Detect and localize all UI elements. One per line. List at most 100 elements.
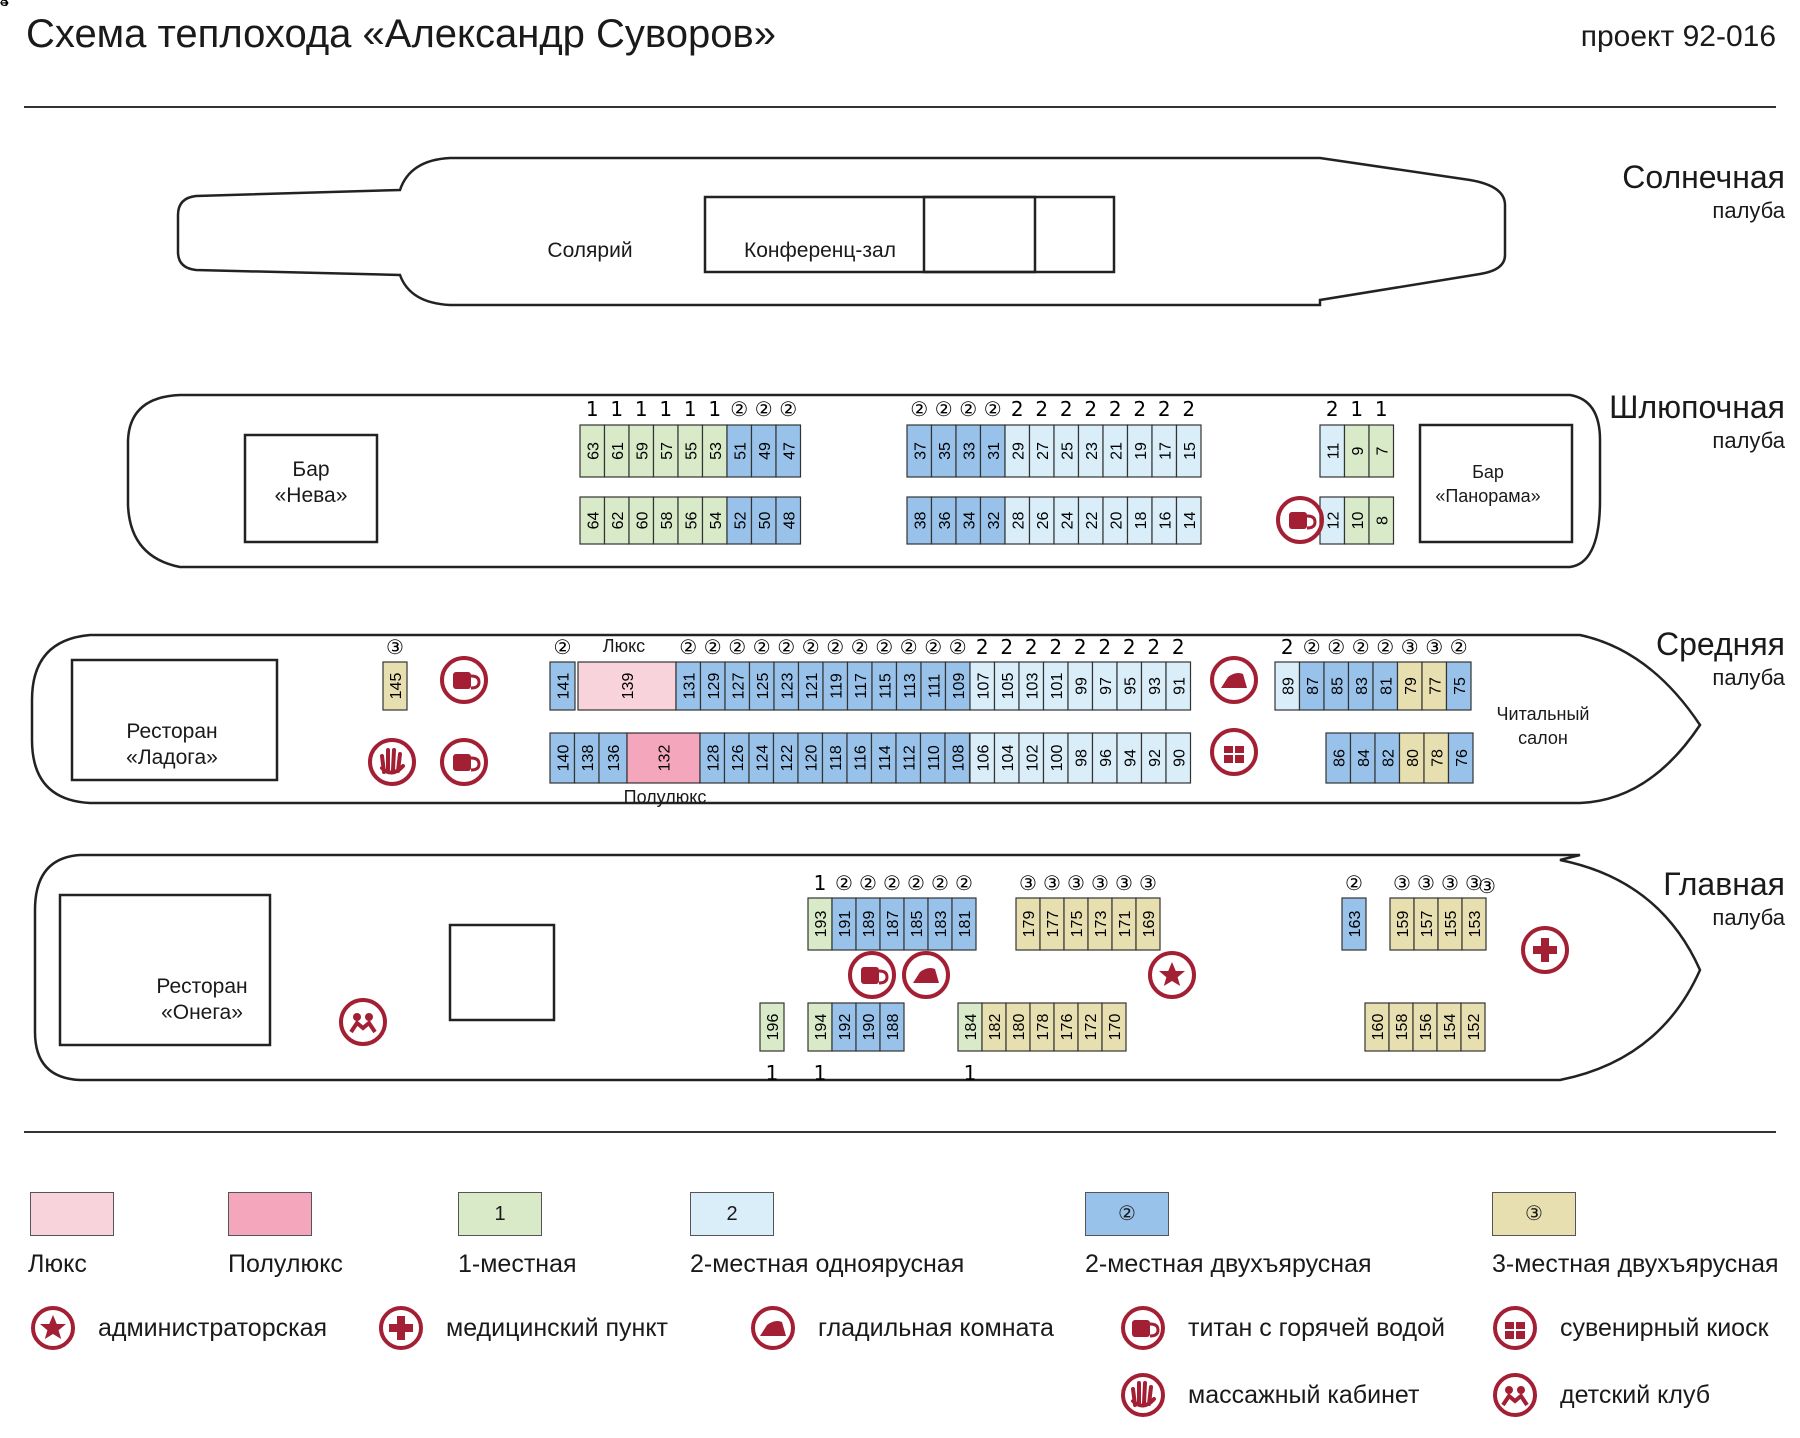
cabin-170[interactable]: 170 bbox=[1101, 1002, 1127, 1052]
cabin-94[interactable]: 94 bbox=[1116, 732, 1143, 784]
cabin-21[interactable]: 212 bbox=[1102, 397, 1129, 478]
cabin-116[interactable]: 116 bbox=[846, 732, 873, 784]
cabin-160[interactable]: 160 bbox=[1364, 1002, 1390, 1052]
cabin-156[interactable]: 156 bbox=[1412, 1002, 1438, 1052]
cabin-126[interactable]: 126 bbox=[723, 732, 750, 784]
cabin-158[interactable]: 158 bbox=[1388, 1002, 1414, 1052]
cabin-7[interactable]: 71 bbox=[1368, 397, 1395, 478]
cabin-36[interactable]: 36 bbox=[930, 496, 957, 545]
cabin-98[interactable]: 98 bbox=[1067, 732, 1094, 784]
cabin-87[interactable]: 87② bbox=[1298, 635, 1325, 711]
cabin-110[interactable]: 110 bbox=[919, 732, 946, 784]
cabin-53[interactable]: 531 bbox=[701, 397, 728, 478]
cabin-59[interactable]: 591 bbox=[628, 397, 655, 478]
cabin-120[interactable]: 120 bbox=[797, 732, 824, 784]
cabin-136[interactable]: 136 bbox=[598, 732, 628, 784]
cabin-128[interactable]: 128 bbox=[699, 732, 726, 784]
cabin-106[interactable]: 106 bbox=[969, 732, 996, 784]
cabin-79[interactable]: 79③ bbox=[1396, 635, 1423, 711]
cabin-31[interactable]: 31② bbox=[979, 397, 1006, 478]
cabin-114[interactable]: 114 bbox=[870, 732, 897, 784]
cabin-81[interactable]: 81② bbox=[1372, 635, 1399, 711]
cabin-11[interactable]: 112 bbox=[1319, 397, 1346, 478]
cabin-90[interactable]: 90 bbox=[1165, 732, 1192, 784]
cabin-76[interactable]: 76 bbox=[1447, 732, 1474, 784]
cabin-37[interactable]: 37② bbox=[906, 397, 933, 478]
cabin-82[interactable]: 82 bbox=[1374, 732, 1401, 784]
cabin-100[interactable]: 100 bbox=[1042, 732, 1069, 784]
cabin-52[interactable]: 52 bbox=[726, 496, 753, 545]
cabin-50[interactable]: 50 bbox=[750, 496, 777, 545]
cabin-140[interactable]: 140 bbox=[549, 732, 576, 784]
cabin-48[interactable]: 48 bbox=[775, 496, 802, 545]
cabin-78[interactable]: 78 bbox=[1423, 732, 1450, 784]
cabin-95[interactable]: 952 bbox=[1116, 635, 1143, 711]
cabin-24[interactable]: 24 bbox=[1053, 496, 1080, 545]
cabin-34[interactable]: 34 bbox=[955, 496, 982, 545]
cabin-22[interactable]: 22 bbox=[1077, 496, 1104, 545]
cabin-56[interactable]: 56 bbox=[677, 496, 704, 545]
cabin-20[interactable]: 20 bbox=[1102, 496, 1129, 545]
cabin-85[interactable]: 85② bbox=[1323, 635, 1350, 711]
cabin-49[interactable]: 49② bbox=[750, 397, 777, 478]
cabin-64[interactable]: 64 bbox=[579, 496, 606, 545]
cabin-23[interactable]: 232 bbox=[1077, 397, 1104, 478]
cabin-118[interactable]: 118 bbox=[821, 732, 848, 784]
cabin-29[interactable]: 292 bbox=[1004, 397, 1031, 478]
cabin-16[interactable]: 16 bbox=[1151, 496, 1178, 545]
cabin-178[interactable]: 178 bbox=[1029, 1002, 1055, 1052]
cabin-102[interactable]: 102 bbox=[1018, 732, 1045, 784]
cabin-35[interactable]: 35② bbox=[930, 397, 957, 478]
cabin-172[interactable]: 172 bbox=[1077, 1002, 1103, 1052]
cabin-73[interactable]: 73 bbox=[0, 0, 9, 10]
cabin-9[interactable]: 91 bbox=[1343, 397, 1370, 478]
cabin-97[interactable]: 972 bbox=[1091, 635, 1118, 711]
cabin-138[interactable]: 138 bbox=[573, 732, 600, 784]
cabin-62[interactable]: 62 bbox=[603, 496, 630, 545]
cabin-83[interactable]: 83② bbox=[1347, 635, 1374, 711]
cabin-176[interactable]: 176 bbox=[1053, 1002, 1079, 1052]
cabin-54[interactable]: 54 bbox=[701, 496, 728, 545]
cabin-27[interactable]: 272 bbox=[1028, 397, 1055, 478]
cabin-10[interactable]: 10 bbox=[1343, 496, 1370, 545]
cabin-104[interactable]: 104 bbox=[993, 732, 1020, 784]
cabin-26[interactable]: 26 bbox=[1028, 496, 1055, 545]
cabin-182[interactable]: 182 bbox=[981, 1002, 1007, 1052]
cabin-112[interactable]: 112 bbox=[895, 732, 922, 784]
cabin-33[interactable]: 33② bbox=[955, 397, 982, 478]
cabin-91[interactable]: 912 bbox=[1165, 635, 1192, 711]
cabin-152[interactable]: 152 bbox=[1460, 1002, 1486, 1052]
cabin-51[interactable]: 51② bbox=[726, 397, 753, 478]
cabin-84[interactable]: 84 bbox=[1349, 732, 1376, 784]
cabin-28[interactable]: 28 bbox=[1004, 496, 1031, 545]
cabin-25[interactable]: 252 bbox=[1053, 397, 1080, 478]
cabin-92[interactable]: 92 bbox=[1140, 732, 1167, 784]
cabin-124[interactable]: 124 bbox=[748, 732, 775, 784]
cabin-63[interactable]: 631 bbox=[579, 397, 606, 478]
